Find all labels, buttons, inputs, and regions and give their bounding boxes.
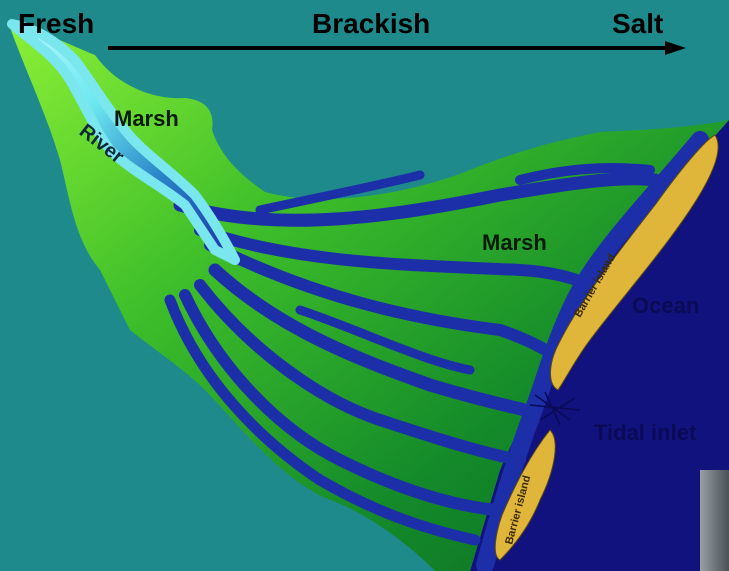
salt-label: Salt [612,8,663,39]
ocean-label: Ocean [632,293,699,318]
corner-overlay [700,470,729,571]
right-arrow-icon [108,41,686,55]
tidal-inlet-label: Tidal inlet [594,420,697,445]
marsh-label-upper: Marsh [114,106,179,131]
fresh-label: Fresh [18,8,94,39]
marsh-label-lower: Marsh [482,230,547,255]
brackish-label: Brackish [312,8,430,39]
